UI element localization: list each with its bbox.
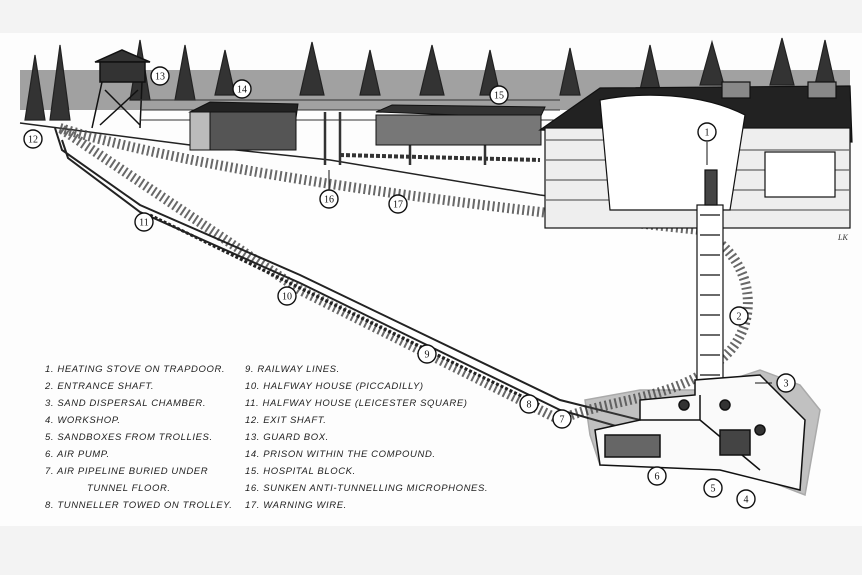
- entrance-shaft: [696, 169, 724, 396]
- marker-6: 6: [647, 466, 667, 486]
- legend-item: 15. Hospital block.: [245, 466, 356, 477]
- marker-12: 12: [23, 129, 43, 149]
- artist-signature: LK: [837, 233, 848, 242]
- legend-item: 16. Sunken anti-tunnelling microphones.: [245, 483, 489, 494]
- legend-item: 3. Sand dispersal chamber.: [45, 398, 207, 409]
- marker-label: 17: [393, 200, 403, 211]
- marker-14: 14: [232, 79, 252, 99]
- marker-10: 10: [277, 286, 297, 306]
- marker-label: 10: [282, 292, 292, 303]
- legend-item: 4. Workshop.: [45, 415, 121, 426]
- legend-item: 7. Air pipeline buried under: [45, 466, 209, 477]
- marker-label: 6: [655, 472, 660, 483]
- legend-item: 11. Halfway house (Leicester Square): [245, 398, 468, 409]
- legend-item: 12. Exit shaft.: [245, 415, 327, 426]
- marker-label: 3: [784, 379, 789, 390]
- legend-item: 2. Entrance shaft.: [45, 381, 155, 392]
- legend-item: 6. Air pump.: [45, 449, 110, 460]
- marker-circle: [697, 122, 717, 142]
- marker-4: 4: [736, 489, 756, 509]
- marker-7: 7: [552, 409, 572, 429]
- marker-1: 1: [697, 122, 717, 142]
- marker-label: 5: [711, 484, 716, 495]
- marker-circle: [552, 409, 572, 429]
- marker-8: 8: [519, 394, 539, 414]
- underground-chambers: [584, 369, 821, 497]
- marker-2: 2: [729, 306, 749, 326]
- legend-item: 8. Tunneller towed on trolley.: [45, 500, 233, 511]
- legend-left-column: 1. Heating stove on trapdoor. 2. Entranc…: [45, 361, 232, 514]
- leader-lines: [328, 142, 772, 384]
- marker-label: 8: [527, 400, 532, 411]
- marker-label: 15: [494, 91, 504, 102]
- marker-circle: [776, 373, 796, 393]
- marker-circle: [134, 212, 154, 232]
- marker-label: 4: [744, 495, 749, 506]
- legend-item: 13. Guard box.: [245, 432, 329, 443]
- marker-circle: [150, 66, 170, 86]
- marker-11: 11: [134, 212, 154, 232]
- marker-circle: [519, 394, 539, 414]
- legend-item: 9. Railway lines.: [245, 364, 340, 375]
- marker-circle: [647, 466, 667, 486]
- marker-label: 16: [324, 195, 334, 206]
- marker-15: 15: [489, 85, 509, 105]
- legend-item: 5. Sandboxes from trollies.: [45, 432, 213, 443]
- hospital-block: [375, 104, 546, 146]
- legend-item: 14. Prison within the compound.: [245, 449, 436, 460]
- marker-label: 12: [28, 135, 38, 146]
- marker-circle: [703, 478, 723, 498]
- marker-label: 2: [737, 312, 742, 323]
- marker-5: 5: [703, 478, 723, 498]
- marker-label: 13: [155, 72, 165, 83]
- prison-hut: [188, 101, 299, 151]
- legend-right-column: 9. Railway lines. 10. Halfway house (Pic…: [245, 361, 488, 514]
- legend-item: tunnel floor.: [87, 483, 171, 494]
- marker-label: 11: [139, 218, 149, 229]
- marker-17: 17: [388, 194, 408, 214]
- tunnel: [54, 127, 641, 431]
- marker-circle: [23, 129, 43, 149]
- marker-circle: [729, 306, 749, 326]
- marker-16: 16: [319, 189, 339, 209]
- marker-circle: [319, 189, 339, 209]
- legend-item: 1. Heating stove on trapdoor.: [45, 364, 226, 375]
- hut-104: [538, 81, 853, 229]
- legend-item: 10. Halfway house (Piccadilly): [245, 381, 424, 392]
- guard-box: [91, 49, 151, 129]
- legend-item: 17. Warning wire.: [245, 500, 347, 511]
- marker-circle: [277, 286, 297, 306]
- marker-label: 7: [560, 415, 565, 426]
- marker-3: 3: [776, 373, 796, 393]
- marker-label: 1: [705, 128, 710, 139]
- marker-circle: [232, 79, 252, 99]
- marker-13: 13: [150, 66, 170, 86]
- marker-circle: [417, 344, 437, 364]
- marker-label: 14: [237, 85, 247, 96]
- marker-label: 9: [425, 350, 430, 361]
- marker-circle: [736, 489, 756, 509]
- marker-circle: [489, 85, 509, 105]
- marker-circle: [388, 194, 408, 214]
- marker-9: 9: [417, 344, 437, 364]
